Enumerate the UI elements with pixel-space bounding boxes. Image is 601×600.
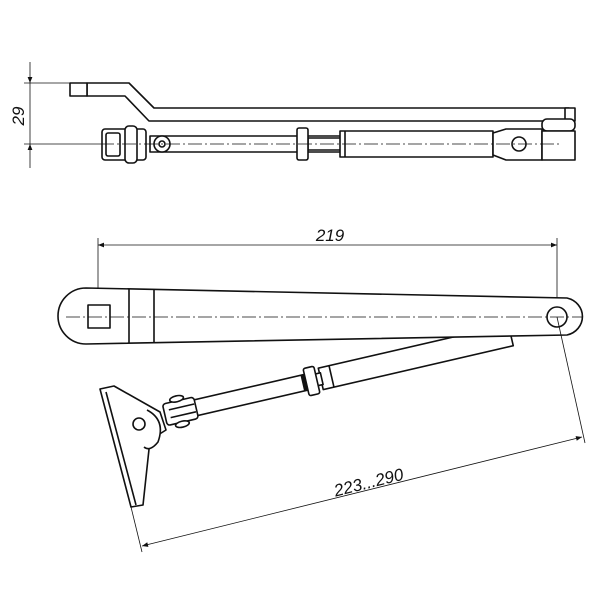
main-arm-side xyxy=(86,82,570,122)
rod xyxy=(186,373,309,418)
side-view: 29 xyxy=(9,62,576,168)
plan-view: 219 223...290 xyxy=(57,226,586,553)
end-block xyxy=(541,130,576,161)
knuckle xyxy=(541,118,576,132)
shoe-pivot xyxy=(132,417,146,431)
dimension-line xyxy=(141,436,583,547)
dimension-29-label: 29 xyxy=(9,106,28,126)
dimension-223-290-label: 223...290 xyxy=(331,465,406,501)
square-spindle-hole xyxy=(87,304,111,329)
main-arm xyxy=(57,287,584,345)
lock-nut xyxy=(302,365,321,397)
arm-tab xyxy=(69,82,88,97)
extension-line xyxy=(556,316,586,444)
link-rod xyxy=(162,323,515,429)
dimension-219-label: 219 xyxy=(315,226,345,245)
extension-line xyxy=(130,506,143,553)
